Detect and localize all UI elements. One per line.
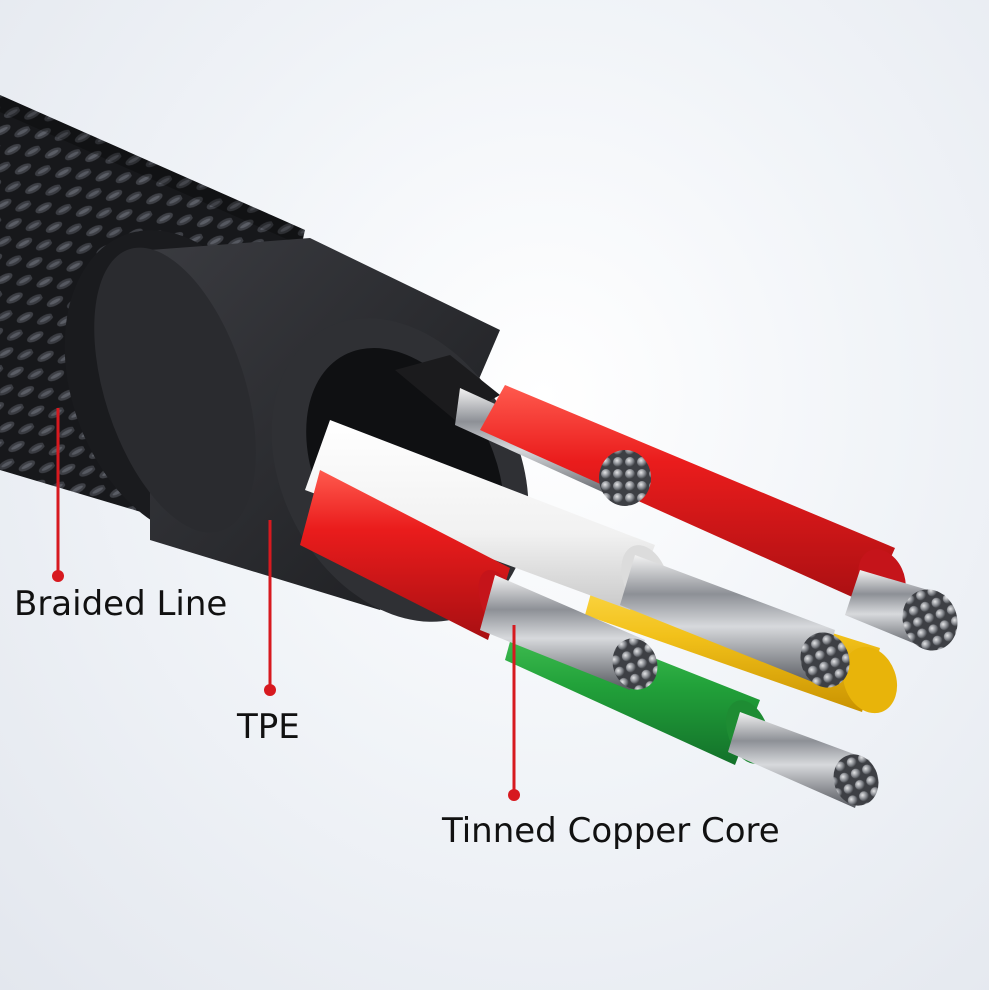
tinned-copper-core-label: Tinned Copper Core [442, 811, 780, 851]
white-wire [305, 420, 850, 688]
red-wire-top [480, 385, 958, 651]
leader-copper [508, 625, 520, 801]
leader-tpe [264, 520, 276, 696]
tpe-label: TPE [237, 707, 300, 747]
red-wire-front [300, 470, 658, 690]
braided-line-label: Braided Line [14, 584, 228, 624]
leader-braided [52, 408, 64, 582]
